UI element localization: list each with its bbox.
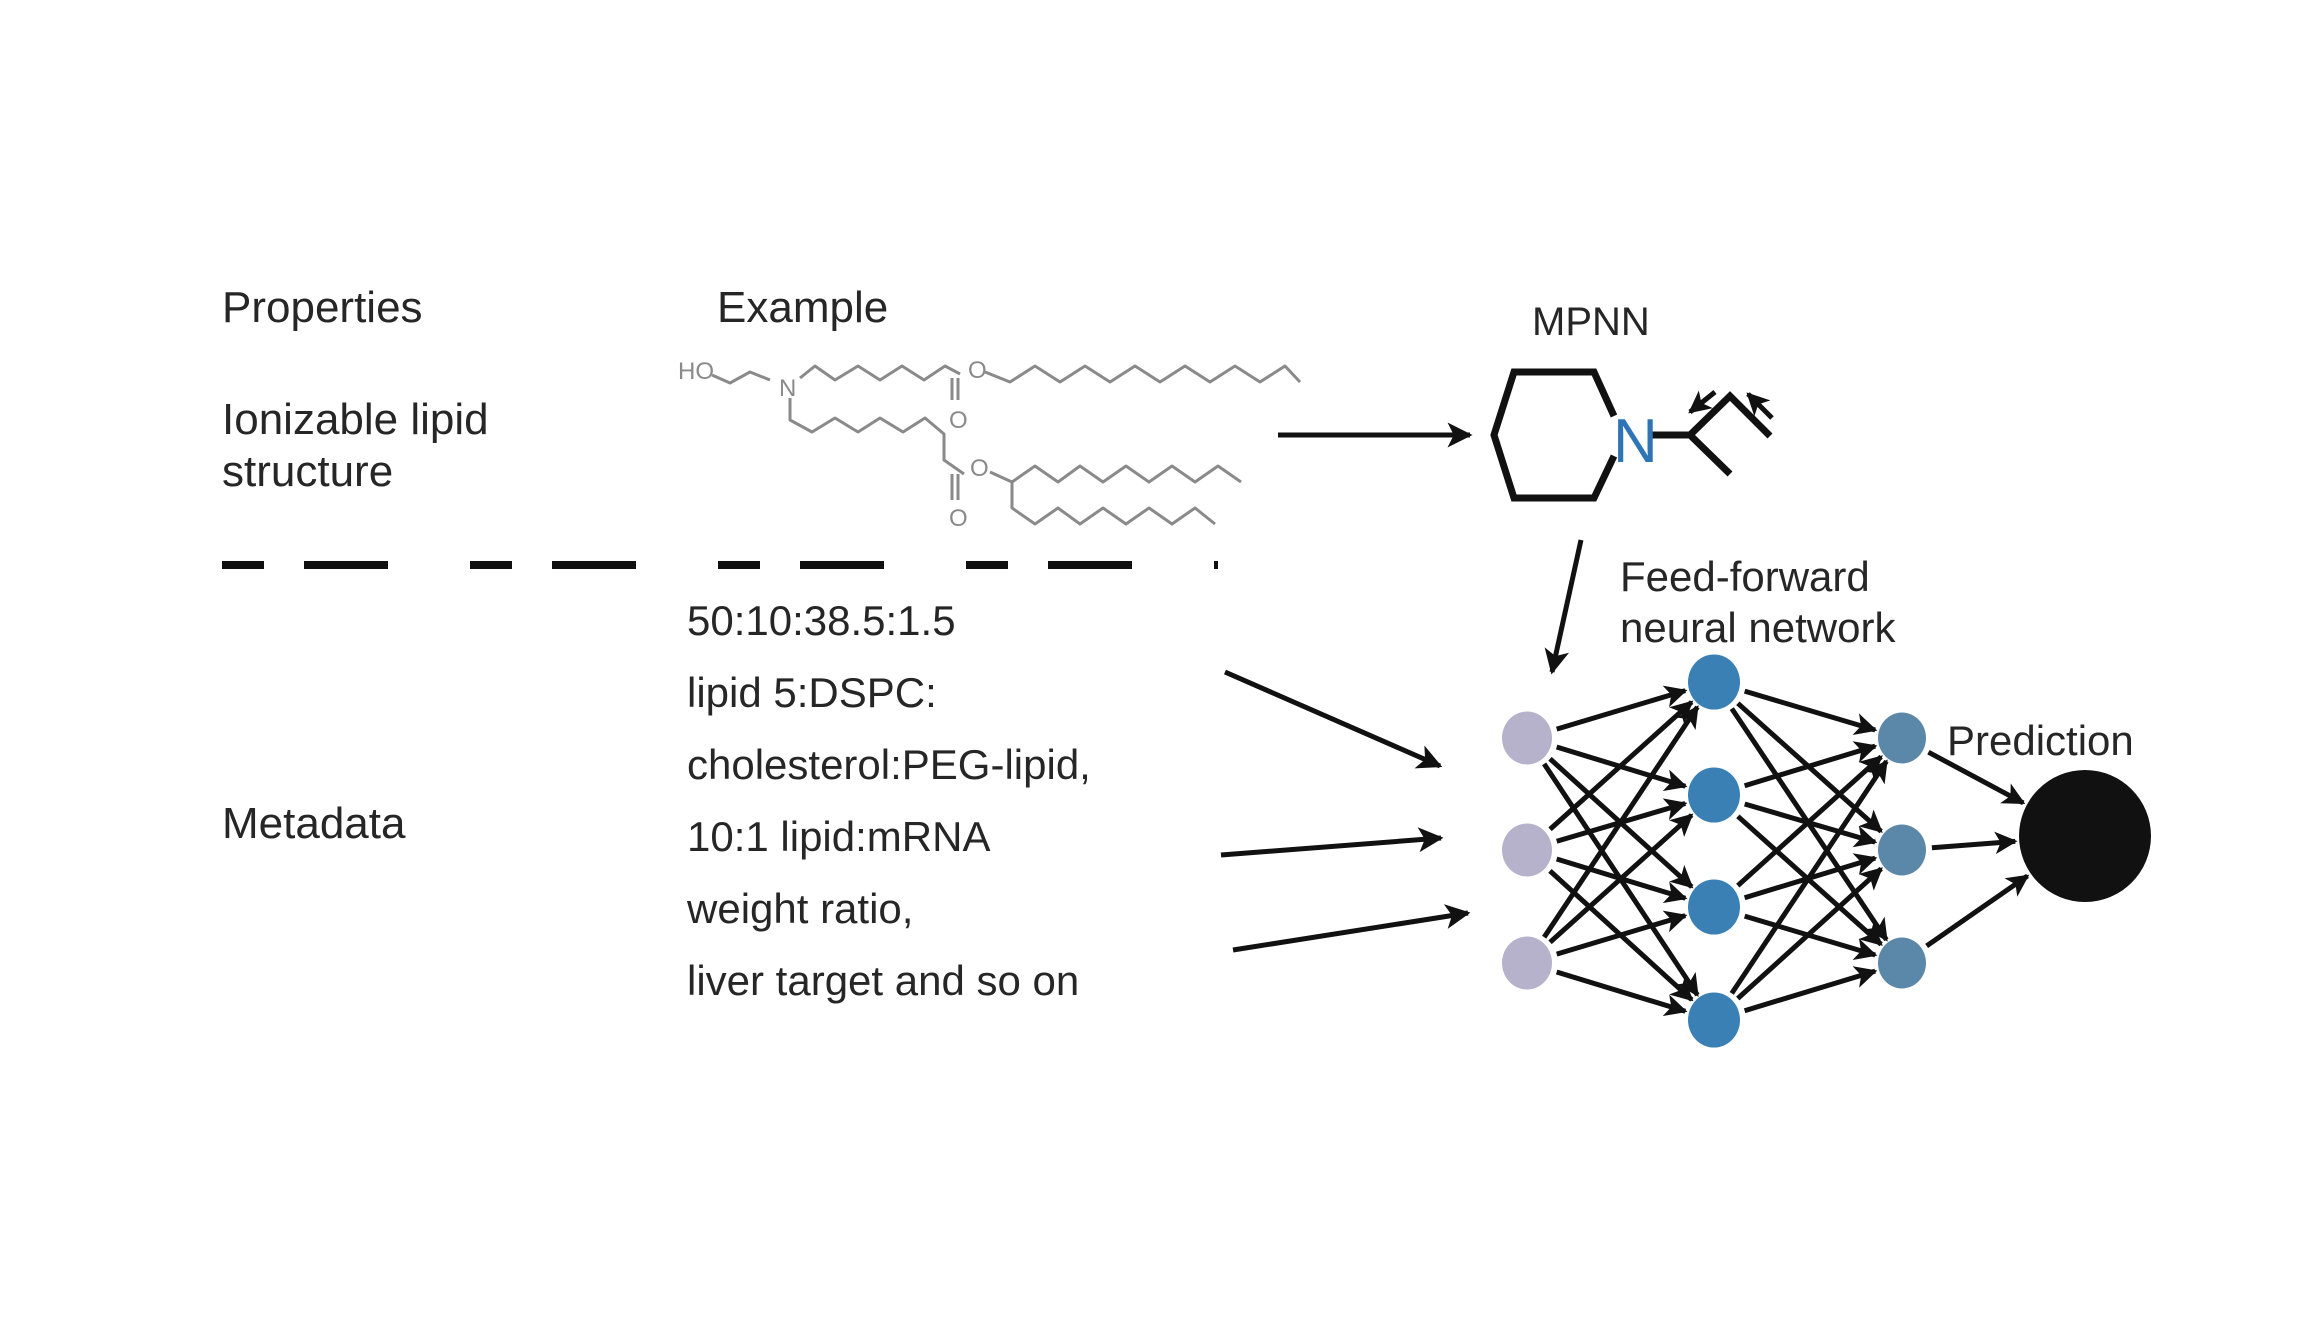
nn-node-input-1 bbox=[1502, 823, 1552, 877]
lower-carbonyl bbox=[950, 474, 960, 500]
ethanol-chain bbox=[711, 370, 771, 385]
metadata-line: liver target and so on bbox=[687, 957, 1080, 1004]
nn-edge-input-1-to-hidden-1-0 bbox=[1548, 700, 1694, 832]
ester-oxygen-1: O bbox=[968, 357, 987, 384]
nn-node-input-0 bbox=[1502, 711, 1552, 765]
nn-edge-input-2-to-hidden-1-3 bbox=[1555, 969, 1688, 1017]
nn-edges bbox=[1542, 685, 2030, 1017]
nn-node-output-0 bbox=[2019, 770, 2151, 902]
nn-node-hidden-1-2 bbox=[1688, 879, 1740, 935]
mpnn-label: MPNN bbox=[1532, 300, 1650, 344]
piperidine-ring bbox=[1490, 368, 1618, 502]
upper-carbonyl bbox=[950, 378, 960, 400]
hydroxyl-atom: HO bbox=[678, 358, 714, 385]
metadata-line: lipid 5:DSPC: bbox=[687, 669, 937, 716]
nn-edge-input-2-to-hidden-1-2 bbox=[1555, 910, 1688, 957]
metadata-line: 50:10:38.5:1.5 bbox=[687, 597, 956, 644]
lower-branch-tail bbox=[1010, 482, 1216, 526]
arrow-metadata-1 bbox=[1223, 669, 1443, 769]
arrow-mpnn-to-ffnn bbox=[1544, 539, 1584, 675]
example-header: Example bbox=[717, 283, 889, 332]
structure-label-line1: Ionizable lipid bbox=[222, 395, 489, 444]
nn-node-hidden-1-1 bbox=[1688, 767, 1740, 823]
nn-edge-hidden-1-3-to-hidden-2-2 bbox=[1743, 966, 1878, 1014]
n-substituent bbox=[1648, 391, 1773, 477]
ester-oxygen-2: O bbox=[970, 455, 989, 482]
message-arrow-out bbox=[1746, 392, 1774, 420]
metadata-line: weight ratio, bbox=[687, 885, 914, 932]
nn-edge-hidden-2-0-to-output-0 bbox=[1927, 749, 2026, 806]
carbonyl-oxygen-1: O bbox=[949, 407, 968, 434]
nn-edge-input-2-to-hidden-1-0 bbox=[1542, 705, 1700, 939]
nn-node-hidden-1-3 bbox=[1688, 992, 1740, 1048]
nn-edge-input-2-to-hidden-1-1 bbox=[1548, 813, 1694, 945]
nn-node-hidden-2-0 bbox=[1878, 712, 1926, 764]
nn-node-hidden-2-2 bbox=[1878, 937, 1926, 989]
upper-branch-tail bbox=[989, 464, 1242, 484]
nn-edge-input-0-to-hidden-1-0 bbox=[1555, 685, 1688, 732]
dodecyl-tail bbox=[984, 364, 1302, 384]
ionizable-lipid-structure: HO N O O O O bbox=[678, 357, 1302, 532]
upper-ester-chain bbox=[799, 364, 961, 382]
nn-edge-hidden-1-3-to-hidden-2-0 bbox=[1729, 759, 1889, 995]
nn-edge-hidden-1-2-to-hidden-2-0 bbox=[1736, 754, 1883, 888]
arrow-metadata-2 bbox=[1220, 827, 1444, 858]
nn-nodes bbox=[1502, 654, 2151, 1048]
nn-node-hidden-2-1 bbox=[1878, 824, 1926, 876]
nitrogen-atom: N bbox=[779, 375, 796, 402]
ffnn-label-line1: Feed-forward bbox=[1620, 553, 1870, 600]
structure-label-line2: structure bbox=[222, 447, 394, 496]
ffnn-label-line2: neural network bbox=[1620, 604, 1896, 651]
nn-node-input-2 bbox=[1502, 936, 1552, 990]
nn-edge-hidden-2-1-to-output-0 bbox=[1931, 831, 2018, 855]
metadata-line: 10:1 lipid:mRNA bbox=[687, 813, 991, 860]
metadata-label: Metadata bbox=[222, 799, 406, 848]
nn-edge-hidden-1-1-to-hidden-2-0 bbox=[1743, 741, 1878, 789]
nn-edge-hidden-1-0-to-hidden-2-0 bbox=[1743, 688, 1878, 736]
carbonyl-oxygen-2: O bbox=[949, 505, 968, 532]
metadata-line: cholesterol:PEG-lipid, bbox=[687, 741, 1091, 788]
nn-edge-hidden-1-3-to-hidden-2-1 bbox=[1736, 866, 1883, 1001]
nn-edge-hidden-2-2-to-output-0 bbox=[1925, 873, 2030, 948]
properties-header: Properties bbox=[222, 283, 423, 332]
arrow-metadata-3 bbox=[1232, 904, 1471, 953]
mpnn-molecule bbox=[1490, 368, 1774, 502]
lower-chain bbox=[788, 398, 965, 476]
prediction-label: Prediction bbox=[1947, 717, 2134, 764]
message-arrow-in bbox=[1688, 390, 1717, 414]
mpnn-nitrogen-atom: N bbox=[1613, 407, 1658, 476]
nn-node-hidden-1-0 bbox=[1688, 654, 1740, 710]
